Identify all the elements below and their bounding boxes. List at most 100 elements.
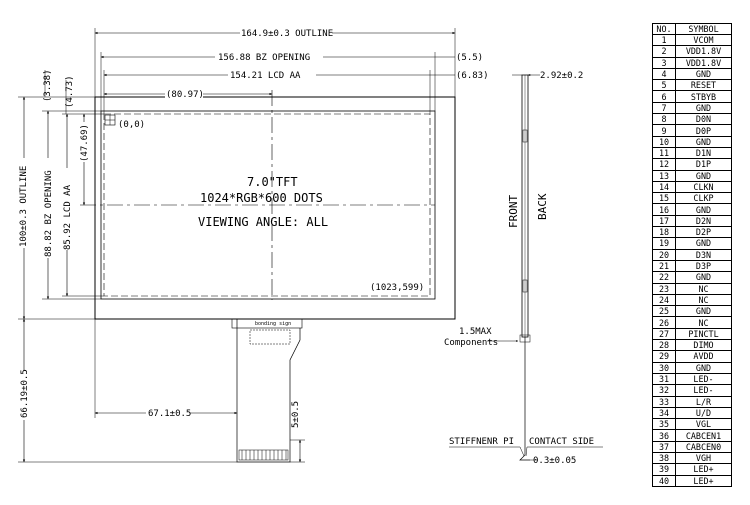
- pin-symbol: LED-: [675, 372, 732, 386]
- pin-symbol: CLKP: [675, 192, 732, 205]
- pin-symbol: LED-: [675, 384, 732, 397]
- pin-symbol: CABCEN1: [675, 429, 732, 442]
- pin-symbol-header: SYMBOL: [675, 23, 732, 35]
- pin-symbol: VDD1.8V: [675, 45, 732, 58]
- pin-symbol: NC: [675, 282, 732, 295]
- lcd-aa-width-label: 154.21 LCD AA: [230, 71, 301, 81]
- pin-symbol: DIMO: [675, 339, 732, 352]
- pin-number: 18: [652, 226, 676, 239]
- front-label: FRONT: [507, 195, 520, 228]
- pin-symbol: D3N: [675, 248, 732, 261]
- pin-symbol: VGL: [675, 418, 732, 431]
- pin-number: 29: [652, 350, 676, 363]
- pin-number: 14: [652, 180, 676, 194]
- contact-side-label: CONTACT SIDE: [529, 437, 594, 447]
- pin-number: 28: [652, 339, 676, 352]
- fpc-tail: bonding sign: [231, 318, 303, 463]
- pin-symbol: GND: [675, 237, 732, 250]
- pin-table-header: NO. SYMBOL: [652, 23, 732, 35]
- back-label: BACK: [536, 193, 549, 220]
- thickness-label: 2.92±0.2: [540, 71, 583, 81]
- pin-symbol: GND: [675, 169, 732, 182]
- viewing-angle-text: VIEWING ANGLE: ALL: [198, 215, 328, 229]
- pin-number: 23: [652, 282, 676, 295]
- pin-symbol: D0N: [675, 113, 732, 126]
- components-label: Components: [444, 338, 498, 348]
- pin-number: 32: [652, 384, 676, 397]
- pin-symbol: LED+: [675, 463, 732, 476]
- pin-symbol: GND: [675, 67, 732, 81]
- pin-symbol: GND: [675, 361, 732, 374]
- fpc-label: bonding sign: [255, 321, 291, 327]
- pin-number: 20: [652, 248, 676, 261]
- pin-number-header: NO.: [652, 23, 676, 35]
- stiffener-thickness-label: 0.3±0.05: [533, 456, 576, 466]
- pin-symbol: D1P: [675, 158, 732, 171]
- pin-number: 16: [652, 203, 676, 216]
- pin-number: 21: [652, 259, 676, 273]
- fpc-offset-label: 67.1±0.5: [148, 409, 191, 419]
- pin-symbol: NC: [675, 316, 732, 329]
- pin-number: 40: [652, 474, 676, 487]
- right-offset-aa-label: (6.83): [456, 71, 489, 81]
- bz-opening-width-label: 156.88 BZ OPENING: [218, 53, 310, 63]
- pin-symbol: U/D: [675, 406, 732, 420]
- pin-number: 35: [652, 418, 676, 431]
- pin-symbol: AVDD: [675, 350, 732, 363]
- pin-symbol: GND: [675, 101, 732, 115]
- pin-number: 2: [652, 45, 676, 58]
- pin-symbol: VDD1.8V: [675, 56, 732, 69]
- pin-number: 33: [652, 395, 676, 408]
- pin-symbol: GND: [675, 135, 732, 148]
- bz-opening-height-label: 88.82 BZ OPENING: [44, 170, 54, 257]
- outline-width-label: 164.9±0.3 OUTLINE: [241, 29, 333, 39]
- side-view: [519, 74, 531, 461]
- pin-number: 9: [652, 124, 676, 137]
- center-y-label: (47.69): [80, 124, 90, 162]
- pin-symbol: STBYB: [675, 90, 732, 103]
- pin-number: 19: [652, 237, 676, 250]
- pin-symbol: NC: [675, 293, 732, 307]
- pin-symbol: GND: [675, 271, 732, 284]
- pin-symbol: GND: [675, 305, 732, 318]
- pin-number: 15: [652, 192, 676, 205]
- pin-number: 34: [652, 406, 676, 420]
- pin-number: 3: [652, 56, 676, 69]
- pin-number: 24: [652, 293, 676, 307]
- pin-number: 13: [652, 169, 676, 182]
- pin-symbol: PINCTL: [675, 327, 732, 341]
- end-pixel-label: (1023,599): [370, 283, 424, 293]
- pin-number: 26: [652, 316, 676, 329]
- pin-symbol: RESET: [675, 79, 732, 92]
- fpc-width-label: 5±0.5: [291, 401, 301, 428]
